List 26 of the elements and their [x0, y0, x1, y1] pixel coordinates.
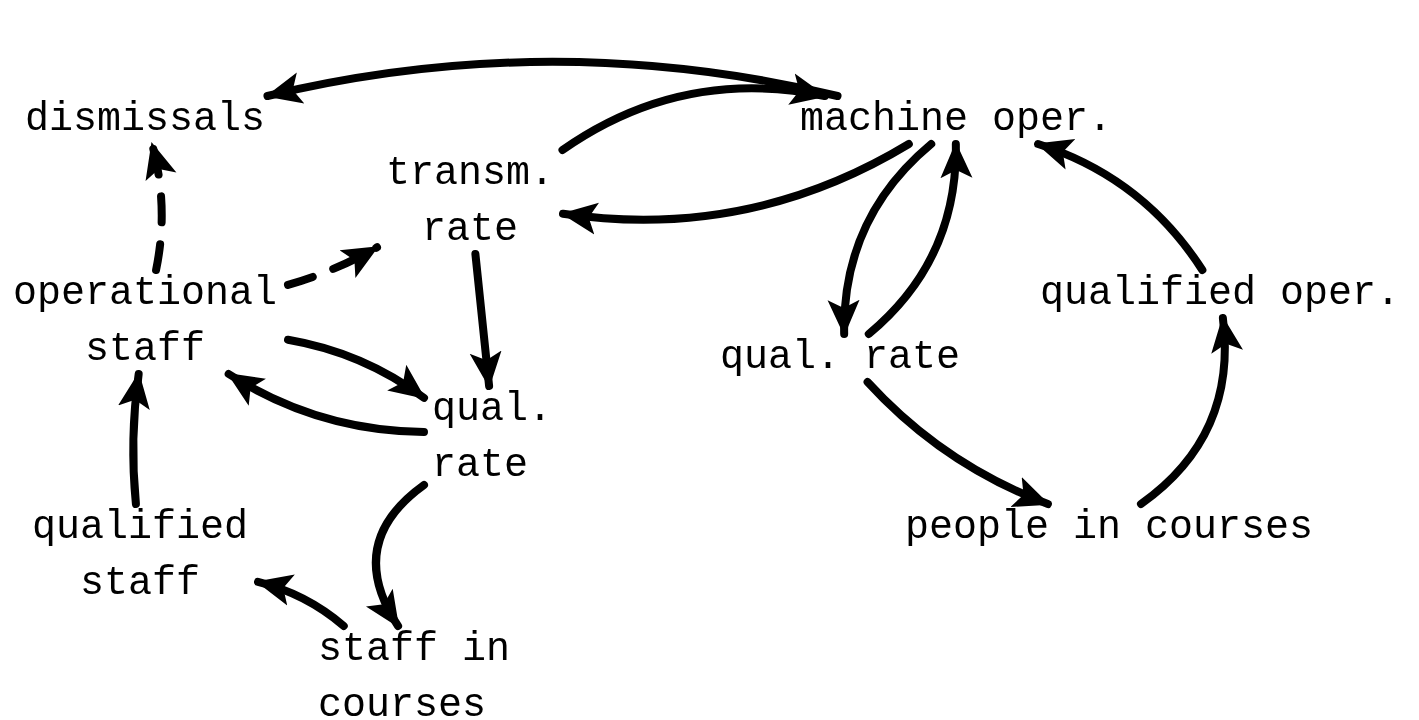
node-label: machine oper. — [800, 92, 1115, 148]
arrow — [863, 378, 1052, 508]
node-label: staff in courses — [318, 622, 518, 720]
dashed-arrow — [284, 243, 381, 289]
node-label: dismissals — [25, 92, 270, 148]
node-label: qual. rate — [432, 382, 557, 494]
arrow — [559, 140, 913, 234]
node-label: transm. rate — [385, 146, 555, 258]
arrow — [118, 370, 151, 508]
arrow — [828, 140, 936, 338]
arrow — [284, 335, 428, 402]
node-label: qualified oper. — [1040, 266, 1405, 322]
arrow — [864, 140, 972, 338]
dashed-arrow — [144, 140, 176, 274]
arrow — [469, 250, 502, 390]
node-label: qualified staff — [30, 500, 250, 612]
arrow — [366, 480, 428, 630]
arrow — [254, 575, 348, 630]
node-label: qual. rate — [720, 330, 965, 386]
node-label: operational staff — [10, 266, 280, 378]
node-label: people in courses — [905, 500, 1315, 556]
arrow — [1034, 140, 1207, 274]
arrow — [558, 74, 829, 154]
arrow — [1137, 314, 1242, 508]
arrow — [224, 370, 428, 436]
arrow — [263, 57, 842, 105]
